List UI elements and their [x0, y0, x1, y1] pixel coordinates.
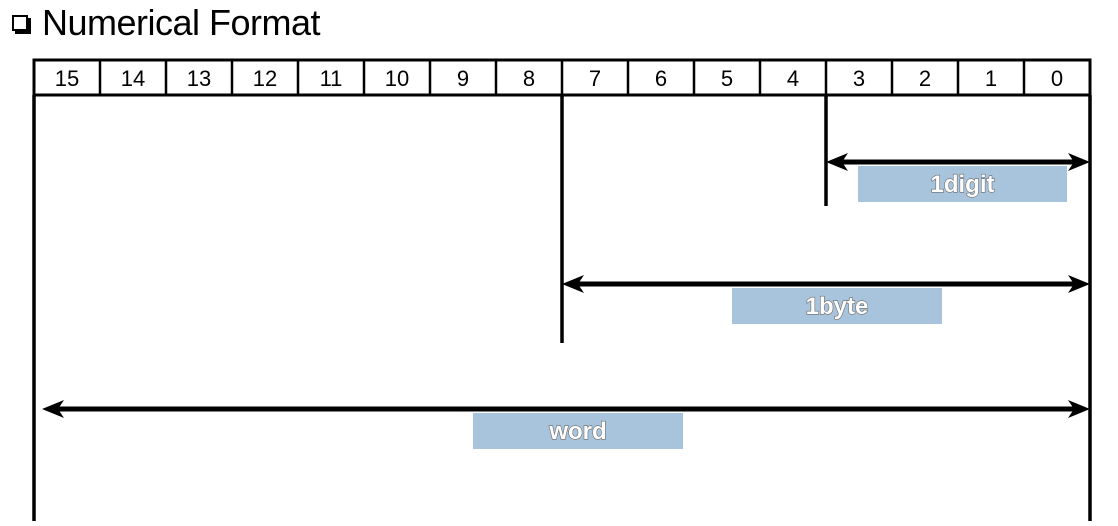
arrow-left-head-icon: [826, 153, 848, 171]
bit-label-13: 13: [187, 66, 211, 91]
arrow-right-head-icon: [1068, 400, 1090, 418]
arrow-left-head-icon: [562, 275, 584, 293]
bit-label-0: 0: [1051, 66, 1063, 91]
bit-label-10: 10: [385, 66, 409, 91]
bit-label-14: 14: [121, 66, 145, 91]
range-label-box: [732, 288, 942, 324]
checkbox-bullet-icon: [12, 15, 31, 34]
arrow-right-head-icon: [1068, 153, 1090, 171]
bit-label-2: 2: [919, 66, 931, 91]
bit-label-4: 4: [787, 66, 799, 91]
bit-label-12: 12: [253, 66, 277, 91]
slide-heading: Numerical Format: [12, 0, 321, 46]
bit-label-8: 8: [523, 66, 535, 91]
arrow-left-head-icon: [42, 400, 64, 418]
page-title: Numerical Format: [42, 2, 321, 43]
bit-label-5: 5: [721, 66, 733, 91]
bit-label-7: 7: [589, 66, 601, 91]
bit-label-15: 15: [55, 66, 79, 91]
range-label-word: word: [548, 418, 606, 445]
bit-label-1: 1: [985, 66, 997, 91]
bit-label-3: 3: [853, 66, 865, 91]
range-label-1digit: 1digit: [931, 171, 995, 198]
bit-label-9: 9: [457, 66, 469, 91]
bit-label-11: 11: [320, 66, 343, 91]
range-label-1byte: 1byte: [806, 293, 869, 320]
arrow-right-head-icon: [1068, 275, 1090, 293]
bit-label-6: 6: [655, 66, 667, 91]
range-label-box: [473, 413, 683, 449]
range-label-box: [858, 166, 1067, 202]
